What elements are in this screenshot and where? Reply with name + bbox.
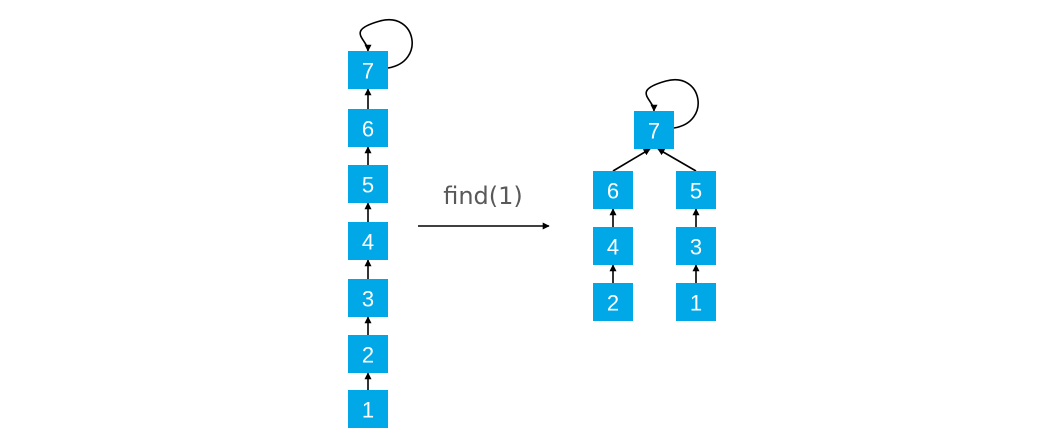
after-node-6: 6 xyxy=(593,171,633,209)
before-node-label-6: 6 xyxy=(362,117,374,142)
after-node-box-3 xyxy=(676,227,716,265)
after-node-label-7: 7 xyxy=(648,119,660,144)
before-node-box-7 xyxy=(348,51,388,89)
after-node-box-5 xyxy=(676,171,716,209)
before-node-box-5 xyxy=(348,165,388,203)
after-node-label-2: 2 xyxy=(607,291,619,316)
after-tree: 7 6 5 4 3 2 1 xyxy=(593,111,716,321)
before-node-box-4 xyxy=(348,222,388,260)
after-node-box-7 xyxy=(634,111,674,149)
before-node-label-4: 4 xyxy=(362,230,374,255)
after-node-5: 5 xyxy=(676,171,716,209)
before-node-6: 6 xyxy=(348,109,388,147)
after-node-3: 3 xyxy=(676,227,716,265)
after-tree-edges xyxy=(609,78,700,283)
before-node-label-7: 7 xyxy=(362,59,374,84)
after-node-label-4: 4 xyxy=(607,235,619,260)
before-node-box-2 xyxy=(348,335,388,373)
before-node-box-1 xyxy=(348,390,388,428)
before-node-label-5: 5 xyxy=(362,173,374,198)
before-node-label-2: 2 xyxy=(362,343,374,368)
before-node-5: 5 xyxy=(348,165,388,203)
before-node-3: 3 xyxy=(348,279,388,317)
after-node-label-1: 1 xyxy=(690,291,702,316)
before-node-box-6 xyxy=(348,109,388,147)
before-node-box-3 xyxy=(348,279,388,317)
before-node-7: 7 xyxy=(348,51,388,89)
after-node-label-3: 3 xyxy=(690,235,702,260)
before-node-4: 4 xyxy=(348,222,388,260)
after-node-box-4 xyxy=(593,227,633,265)
before-node-2: 2 xyxy=(348,335,388,373)
before-tree: 7 6 5 4 3 2 1 xyxy=(348,51,388,428)
operation-label: find(1) xyxy=(443,182,523,210)
after-edge-self-loop-7 xyxy=(645,78,699,129)
after-node-2: 2 xyxy=(593,283,633,321)
after-node-box-1 xyxy=(676,283,716,321)
after-node-4: 4 xyxy=(593,227,633,265)
after-node-label-5: 5 xyxy=(690,179,702,204)
before-node-label-3: 3 xyxy=(362,287,374,312)
after-node-1: 1 xyxy=(676,283,716,321)
after-node-box-2 xyxy=(593,283,633,321)
before-edge-self-loop-7 xyxy=(359,18,413,69)
after-edge-5-to-7 xyxy=(657,148,697,172)
after-node-label-6: 6 xyxy=(607,179,619,204)
before-node-1: 1 xyxy=(348,390,388,428)
after-edge-6-to-7 xyxy=(612,148,651,172)
before-tree-edges xyxy=(359,18,413,390)
after-node-box-6 xyxy=(593,171,633,209)
before-node-label-1: 1 xyxy=(362,398,374,423)
after-node-7: 7 xyxy=(634,111,674,149)
